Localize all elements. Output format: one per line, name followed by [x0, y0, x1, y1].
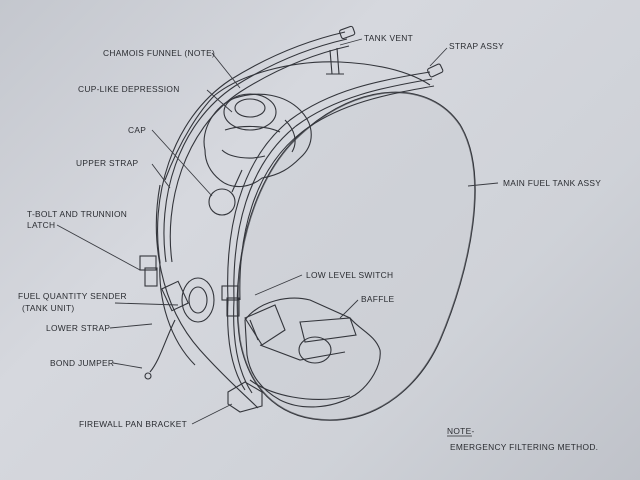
label-t-bolt-line2: LATCH — [27, 220, 55, 230]
label-t-bolt-line1: T-BOLT AND TRUNNION — [27, 209, 127, 219]
label-main-fuel-tank-assy: MAIN FUEL TANK ASSY — [503, 178, 601, 188]
note-heading: NOTE- — [447, 426, 475, 436]
callout-labels: TANK VENT STRAP ASSY CHAMOIS FUNNEL (NOT… — [18, 33, 601, 429]
strap-end-fittings — [339, 25, 444, 78]
label-low-level-switch: LOW LEVEL SWITCH — [306, 270, 393, 280]
note-block: NOTE- EMERGENCY FILTERING METHOD. — [447, 426, 598, 452]
cup-like-depression — [223, 93, 277, 131]
t-bolt-latch-right — [221, 285, 240, 317]
label-chamois-funnel: CHAMOIS FUNNEL (NOTE) — [103, 48, 215, 58]
baffle — [298, 317, 357, 364]
label-fuel-qty-line1: FUEL QUANTITY SENDER — [18, 291, 127, 301]
label-cap: CAP — [128, 125, 146, 135]
strap-assy — [227, 71, 435, 301]
label-baffle: BAFFLE — [361, 294, 395, 304]
low-level-switch — [244, 304, 286, 346]
label-cup-like-depression: CUP-LIKE DEPRESSION — [78, 84, 180, 94]
fuel-quantity-sender — [161, 277, 215, 323]
label-strap-assy: STRAP ASSY — [449, 41, 504, 51]
firewall-pan-bracket — [227, 381, 263, 413]
leader-lines — [56, 38, 499, 425]
label-firewall-pan-bracket: FIREWALL PAN BRACKET — [79, 419, 187, 429]
bond-jumper — [144, 319, 176, 380]
label-lower-strap: LOWER STRAP — [46, 323, 110, 333]
t-bolt-latch-left — [139, 255, 158, 287]
tank-vent — [326, 47, 344, 75]
label-tank-vent: TANK VENT — [364, 33, 413, 43]
label-bond-jumper: BOND JUMPER — [50, 358, 114, 368]
cap — [208, 169, 243, 216]
main-fuel-tank — [155, 61, 476, 421]
label-fuel-qty-line2: (TANK UNIT) — [22, 303, 74, 313]
note-text: EMERGENCY FILTERING METHOD. — [450, 442, 598, 452]
chamois-funnel — [203, 93, 312, 188]
label-upper-strap: UPPER STRAP — [76, 158, 139, 168]
